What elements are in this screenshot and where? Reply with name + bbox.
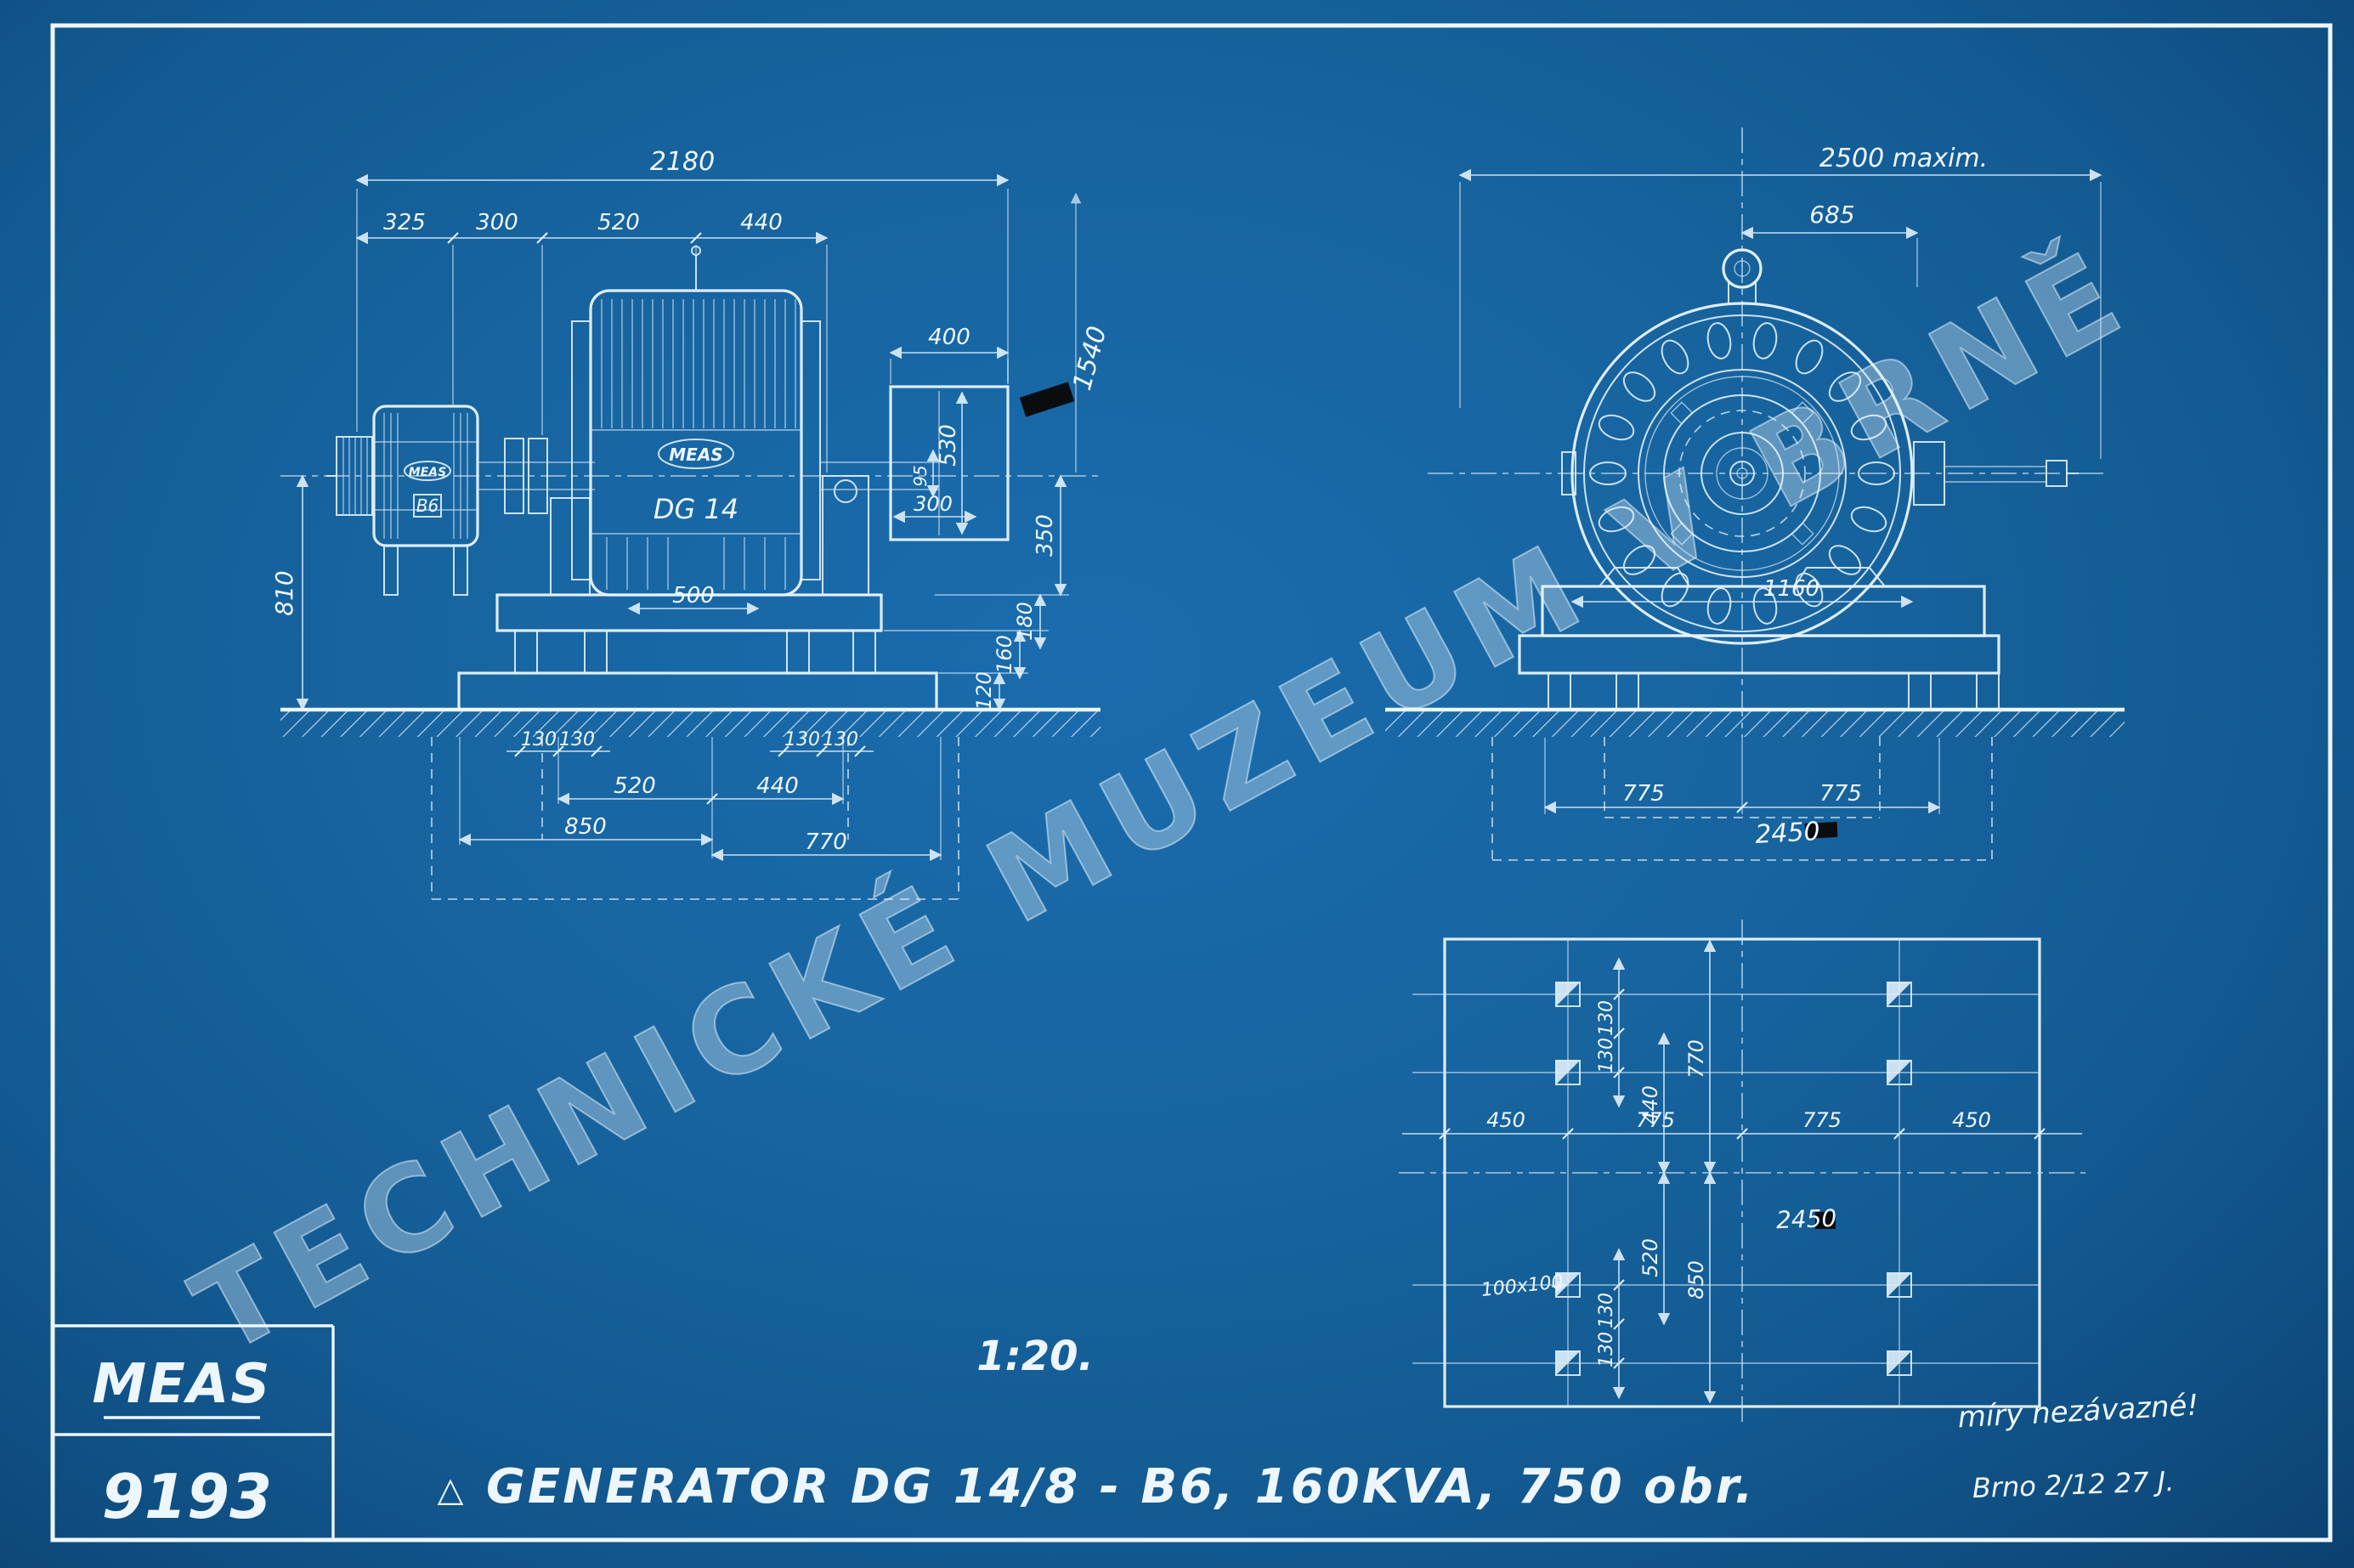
notes: míry nezávazné! Brno 2/12 27 J. xyxy=(1957,1389,2199,1505)
dim-plan-h3: 775 xyxy=(1802,1108,1842,1132)
redaction-mark xyxy=(1815,1212,1836,1229)
plan-dimension-lines xyxy=(1402,939,2082,1404)
dim-left-frame: 500 xyxy=(672,583,715,609)
main-machine-model: DG 14 xyxy=(654,493,738,525)
dim-right-handwritten: 2450 xyxy=(1754,817,1820,850)
dim-left-height: 810 xyxy=(270,570,298,615)
sheet-frame xyxy=(50,23,2333,1543)
foundation-plan-view: 130 130 440 770 450 775 775 450 2450 100… xyxy=(1399,920,2085,1426)
company-logo: MEAS xyxy=(92,1353,271,1416)
dim-left-box-base: 300 xyxy=(914,492,953,516)
left-elevation-view: 2180 325 300 520 440 400 530 95 300 350 … xyxy=(270,147,1113,900)
dim-plan-h1: 450 xyxy=(1486,1108,1525,1132)
dim-left-u4: 770 xyxy=(805,829,847,855)
right-elevation-view: 2500 maxim. 685 1160 775 775 2450 xyxy=(1385,127,2125,861)
dim-left-u2: 440 xyxy=(756,773,799,799)
dim-plan-t1: 130 xyxy=(1596,1000,1617,1036)
dim-right-overall: 2500 maxim. xyxy=(1819,144,1988,173)
drawing-number: 9193 xyxy=(102,1461,272,1532)
dim-left-s3: 520 xyxy=(597,210,640,235)
dim-left-u1: 520 xyxy=(614,773,656,799)
drawing-title-text: GENERATOR DG 14/8 - B6, 160KVA, 750 obr. xyxy=(486,1459,1756,1514)
dim-plan-c2: 770 xyxy=(1684,1039,1708,1078)
right-view-dimension-lines xyxy=(1458,168,2102,814)
dim-left-overall: 2180 xyxy=(650,147,715,177)
dim-left-shaft: 95 xyxy=(910,465,931,486)
dim-plan-b1: 130 xyxy=(1596,1293,1617,1328)
dim-left-v3: 160 xyxy=(993,635,1016,674)
dim-left-fl1: 130 xyxy=(521,729,557,750)
dim-left-fr1: 130 xyxy=(784,729,820,750)
dim-plan-bolt-size: 100x100 xyxy=(1480,1271,1565,1301)
exciter-model: B6 xyxy=(416,495,439,516)
dim-plan-c3: 520 xyxy=(1638,1238,1662,1277)
right-view-linework xyxy=(1385,248,2125,861)
dim-left-u3: 850 xyxy=(564,814,607,840)
note-disclaimer: míry nezávazné! xyxy=(1957,1389,2199,1435)
dim-plan-h4: 450 xyxy=(1952,1108,1991,1132)
dim-left-box-height: 530 xyxy=(936,424,961,467)
dim-left-s1: 325 xyxy=(383,210,426,235)
dim-right-top: 685 xyxy=(1809,201,1854,229)
dim-left-v2: 180 xyxy=(1013,602,1037,641)
dim-left-v1: 350 xyxy=(1033,514,1058,557)
scale-label: 1:20. xyxy=(976,1333,1094,1380)
dim-left-v4: 120 xyxy=(972,671,996,710)
drawing-title: △ GENERATOR DG 14/8 - B6, 160KVA, 750 ob… xyxy=(438,1459,1756,1514)
dim-plan-c4: 850 xyxy=(1684,1260,1708,1299)
revision-triangle-icon: △ xyxy=(438,1470,464,1509)
dim-right-f1: 775 xyxy=(1622,781,1665,807)
main-machine-logo: MEAS xyxy=(669,444,722,465)
redaction-mark xyxy=(1804,822,1838,839)
exciter-logo: MEAS xyxy=(409,466,446,479)
dim-left-fl2: 130 xyxy=(559,729,595,750)
dim-plan-h2: 775 xyxy=(1636,1108,1675,1132)
dim-left-fr2: 130 xyxy=(823,729,858,750)
note-signature: Brno 2/12 27 J. xyxy=(1972,1465,2175,1504)
dim-plan-handwritten: 2450 xyxy=(1775,1204,1836,1234)
dim-left-s2: 300 xyxy=(476,210,518,235)
dim-right-base: 1160 xyxy=(1763,576,1819,602)
redaction-mark xyxy=(1019,382,1075,417)
dim-left-handwritten: 1540 xyxy=(1067,323,1113,393)
dim-left-s4: 440 xyxy=(740,210,783,235)
left-view-dimension-lines xyxy=(296,173,1082,862)
title-block: MEAS 9193 xyxy=(92,1353,272,1532)
dim-left-box-width: 400 xyxy=(928,325,970,350)
dim-plan-b2: 130 xyxy=(1596,1332,1617,1367)
dim-plan-c1: 440 xyxy=(1638,1085,1662,1124)
anchor-bolts xyxy=(1555,982,1912,1376)
left-view-linework xyxy=(280,246,1101,900)
dim-right-f2: 775 xyxy=(1819,781,1862,807)
dim-plan-t2: 130 xyxy=(1596,1038,1617,1073)
